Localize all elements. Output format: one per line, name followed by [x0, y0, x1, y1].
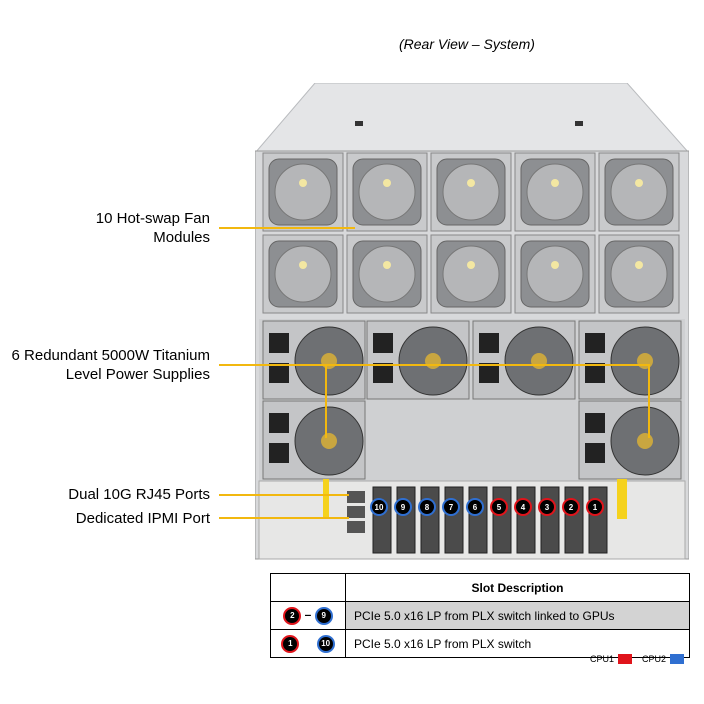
power-supply: [578, 400, 682, 480]
slot-range-cell: 2 – 9: [270, 601, 346, 630]
pcie-slot: [564, 486, 584, 554]
slot-badge: 10: [316, 634, 335, 653]
table-header-row: Slot Description: [270, 573, 690, 602]
cpu-legend: CPU1 CPU2: [590, 654, 684, 664]
legend-cpu1-swatch: [617, 654, 632, 664]
slot-number-badge: 8: [418, 498, 436, 516]
pcie-slot: [492, 486, 512, 554]
legend-cpu2-swatch: [670, 654, 684, 664]
fan-module: [514, 152, 596, 232]
legend-cpu1-label: CPU1: [589, 654, 614, 664]
slot-number-badge: 1: [586, 498, 604, 516]
slot-number-badge: 2: [562, 498, 580, 516]
slot-description-table: Slot Description 2 – 9 PCIe 5.0 x16 LP f…: [270, 573, 690, 658]
fan-module: [598, 234, 680, 314]
slot-description: PCIe 5.0 x16 LP from PLX switch linked t…: [345, 601, 690, 630]
callout-fans-line1: 10 Hot-swap Fan: [95, 210, 210, 227]
callout-psu-line1: 6 Redundant 5000W Titanium: [11, 347, 210, 364]
slot-number-badge: 9: [394, 498, 412, 516]
fan-module: [514, 234, 596, 314]
fan-module: [430, 152, 512, 232]
callout-rj45: Dual 10G RJ45 Ports: [68, 486, 210, 503]
pcie-slot: [468, 486, 488, 554]
slot-number-badge: 4: [514, 498, 532, 516]
power-supply: [472, 320, 576, 400]
fan-module: [430, 234, 512, 314]
callout-ipmi: Dedicated IPMI Port: [75, 510, 210, 527]
slot-number-badge: 3: [538, 498, 556, 516]
power-supply: [262, 400, 366, 480]
pcie-slot: [396, 486, 416, 554]
slot-badge: 1: [281, 634, 300, 653]
table-header-blank: [270, 573, 346, 602]
power-supply: [262, 320, 366, 400]
slot-range-cell: 1 10: [270, 629, 346, 658]
table-row: 1 10 PCIe 5.0 x16 LP from PLX switch: [270, 629, 690, 658]
pcie-slot: [540, 486, 560, 554]
fan-module: [262, 152, 344, 232]
callout-rj45-line: [219, 494, 349, 496]
slot-badge: 2: [283, 606, 302, 625]
slot-description: PCIe 5.0 x16 LP from PLX switch: [345, 629, 690, 658]
slot-number-badge: 5: [490, 498, 508, 516]
callout-fans-line: [219, 227, 355, 229]
figure-caption: (Rear View – System): [399, 36, 535, 52]
callout-fans-line2: Modules: [153, 229, 210, 246]
table-header: Slot Description: [345, 573, 690, 602]
callout-psu: 6 Redundant 5000W Titanium Level Power S…: [12, 346, 210, 384]
slot-number-badge: 6: [466, 498, 484, 516]
power-supply: [366, 320, 470, 400]
power-supply: [578, 320, 682, 400]
callout-psu-line: [219, 364, 650, 366]
callout-fans: 10 Hot-swap Fan Modules: [96, 209, 210, 247]
callout-psu-line2: Level Power Supplies: [65, 366, 210, 383]
pcie-slot: [444, 486, 464, 554]
fan-module: [262, 234, 344, 314]
callout-ipmi-line: [219, 517, 349, 519]
legend-cpu2-label: CPU2: [641, 654, 666, 664]
fan-module: [346, 234, 428, 314]
slot-number-badge: 10: [370, 498, 388, 516]
pcie-slot: [588, 486, 608, 554]
slot-number-badge: 7: [442, 498, 460, 516]
psu-bracket-right: [648, 364, 650, 438]
fan-module: [346, 152, 428, 232]
table-row: 2 – 9 PCIe 5.0 x16 LP from PLX switch li…: [270, 601, 690, 630]
fan-module: [598, 152, 680, 232]
slot-badge: 9: [314, 606, 333, 625]
pcie-slot: [372, 486, 392, 554]
server-rear-chassis: [255, 83, 689, 560]
range-dash: –: [304, 607, 312, 621]
psu-bracket-left: [325, 364, 327, 438]
pcie-slot: [516, 486, 536, 554]
pcie-slot: [420, 486, 440, 554]
